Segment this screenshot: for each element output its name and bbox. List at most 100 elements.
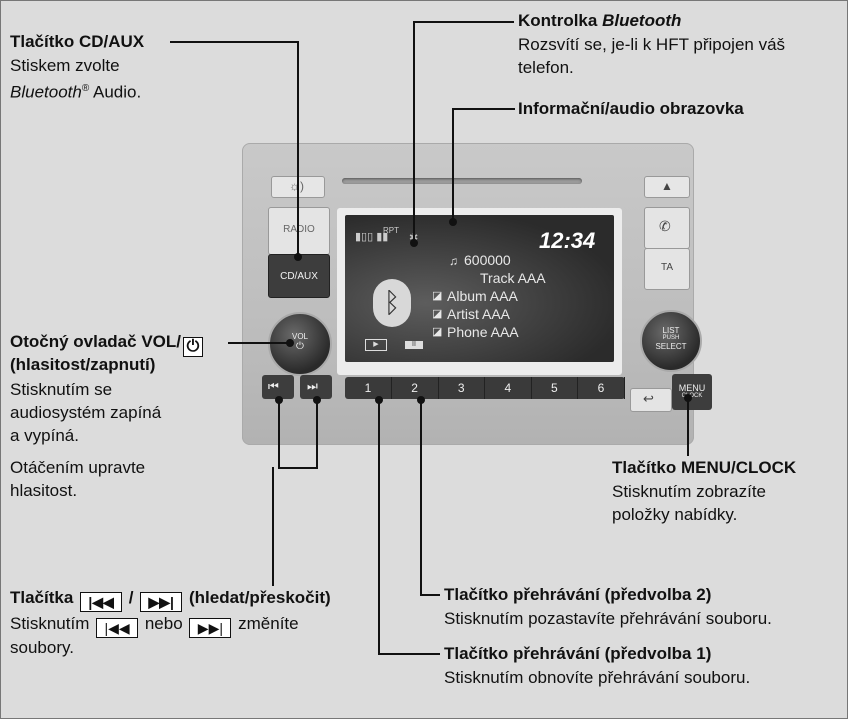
- play-preset1-desc: Stisknutím obnovíte přehrávání souboru.: [444, 668, 751, 687]
- bluetooth-indicator-desc-2: telefon.: [518, 58, 574, 77]
- vol-knob-title-2: (hlasitost/zapnutí): [10, 355, 156, 374]
- vol-knob-desc2-2: hlasitost.: [10, 481, 78, 500]
- cd-aux-desc-2: Bluetooth® Audio.: [10, 77, 141, 104]
- leader-line: [297, 41, 299, 257]
- seek-desc-1: Stisknutím |◀◀ nebo ▶▶| změníte: [10, 612, 299, 638]
- leader-line: [272, 467, 274, 586]
- cd-aux-desc-1: Stiskem zvolte: [10, 56, 120, 75]
- phone-name: Phone AAA: [447, 324, 519, 340]
- play-preset2-desc: Stisknutím pozastavíte přehrávání soubor…: [444, 609, 772, 628]
- leader-dot: [375, 396, 383, 404]
- skip-back-button[interactable]: ⏮: [262, 375, 294, 399]
- ta-button[interactable]: TA: [644, 248, 690, 290]
- phone-button[interactable]: ✆: [644, 207, 690, 249]
- seek-title-prefix: Tlačítka: [10, 588, 74, 607]
- eject-icon: ▲: [661, 179, 673, 193]
- bluetooth-indicator-title: Kontrolka Bluetooth: [518, 9, 681, 32]
- seek-desc-2: soubory.: [10, 638, 74, 657]
- album-icon: ◪: [432, 290, 443, 302]
- preset-button-6[interactable]: 6: [578, 377, 625, 399]
- leader-line: [452, 108, 454, 222]
- radio-label: RADIO: [269, 224, 329, 235]
- seek-desc-prefix: Stisknutím: [10, 614, 90, 633]
- bluetooth-word: Bluetooth: [10, 82, 82, 102]
- leader-line: [278, 400, 280, 469]
- seek-title-sep: /: [128, 588, 134, 607]
- vol-label: VOL: [291, 332, 308, 341]
- leader-dot: [286, 339, 294, 347]
- back-button[interactable]: ↩: [630, 388, 672, 412]
- leader-line: [414, 21, 514, 23]
- leader-line: [228, 342, 290, 344]
- bt-title-prefix: Kontrolka: [518, 11, 603, 30]
- phone-icon-small: ◪: [432, 326, 443, 338]
- skip-forward-icon: ▶▶|: [140, 592, 183, 612]
- clock-display: 12:34: [539, 228, 596, 253]
- brightness-icon: ☼): [289, 179, 304, 193]
- skip-forward-button[interactable]: ⏭: [300, 375, 332, 399]
- eject-button[interactable]: ▲: [644, 176, 690, 198]
- cd-aux-desc-2-rest: Audio.: [89, 82, 142, 102]
- vol-title-text: Otočný ovladač VOL/: [10, 332, 181, 351]
- vol-knob-title-1: Otočný ovladač VOL/⏻: [10, 330, 205, 357]
- leader-dot: [313, 396, 321, 404]
- bt-title-italic: Bluetooth: [602, 11, 682, 30]
- leader-line: [378, 653, 440, 655]
- radio-button[interactable]: RADIO: [268, 207, 330, 255]
- select-label: SELECT: [655, 342, 687, 351]
- preset-button-1[interactable]: 1: [345, 377, 392, 399]
- track-name: Track AAA: [480, 270, 546, 286]
- skip-forward-icon: ▶▶|: [189, 618, 232, 638]
- clock-label: CLOCK: [681, 393, 703, 399]
- preset-button-4[interactable]: 4: [485, 377, 532, 399]
- vol-knob-desc1-2: audiosystém zapíná: [10, 403, 162, 422]
- preset-button-2[interactable]: 2: [392, 377, 439, 399]
- leader-line: [378, 400, 380, 655]
- rpt-label: RPT: [383, 226, 399, 235]
- artist-name: Artist AAA: [447, 306, 511, 322]
- disc-slot: [342, 178, 582, 184]
- leader-dot: [294, 253, 302, 261]
- play-indicator: ▶: [365, 339, 387, 351]
- seek-title-suffix: (hledat/přeskočit): [188, 588, 331, 607]
- ta-label: TA: [660, 262, 674, 273]
- skip-forward-icon: ⏭: [307, 379, 318, 393]
- album-name: Album AAA: [447, 288, 518, 304]
- menu-clock-desc-1: Stisknutím zobrazíte: [612, 482, 767, 501]
- leader-line: [687, 398, 689, 456]
- play-preset1-title: Tlačítko přehrávání (předvolba 1): [444, 644, 712, 663]
- artist-icon: ◪: [432, 308, 443, 320]
- vol-knob-desc1-3: a vypíná.: [10, 426, 79, 445]
- seek-desc-mid: nebo: [144, 614, 183, 633]
- preset-button-5[interactable]: 5: [531, 377, 579, 399]
- cd-aux-title: Tlačítko CD/AUX: [10, 32, 145, 51]
- menu-clock-button[interactable]: MENU CLOCK: [672, 374, 712, 410]
- skip-back-icon: |◀◀: [96, 618, 139, 638]
- signal-icon: ▮▯▯ ▮▮: [355, 231, 389, 243]
- info-audio-screen: ▮▯▯ ▮▮ RPT ✱ 12:34 ♫ 600000 Track AAA ᛒ …: [345, 215, 614, 362]
- vol-knob-desc1-1: Stisknutím se: [10, 380, 113, 399]
- preset-button-3[interactable]: 3: [438, 377, 486, 399]
- leader-dot: [684, 394, 692, 402]
- music-note-icon: ♫: [449, 254, 458, 268]
- list-label: LIST: [662, 326, 680, 335]
- leader-line: [278, 467, 318, 469]
- vol-knob[interactable]: VOL ⏻: [268, 312, 332, 376]
- bluetooth-indicator-desc-1: Rozsvítí se, je-li k HFT připojen váš: [518, 35, 786, 54]
- leader-dot: [417, 396, 425, 404]
- power-icon: ⏻: [183, 337, 203, 357]
- leader-line: [413, 21, 415, 243]
- leader-line: [420, 594, 440, 596]
- seek-desc-suffix: změníte: [238, 614, 299, 633]
- leader-dot: [275, 396, 283, 404]
- cd-aux-button[interactable]: CD/AUX: [268, 254, 330, 298]
- track-number: 600000: [464, 252, 511, 268]
- cd-aux-label: CD/AUX: [280, 271, 318, 282]
- leader-line: [420, 400, 422, 596]
- play-preset2-title: Tlačítko přehrávání (předvolba 2): [444, 585, 712, 604]
- bluetooth-icon: ᛒ: [373, 279, 411, 327]
- leader-dot: [410, 239, 418, 247]
- list-select-knob[interactable]: LIST PUSH SELECT: [640, 310, 702, 372]
- info-screen-title: Informační/audio obrazovka: [518, 99, 744, 118]
- menu-clock-desc-2: položky nabídky.: [612, 505, 738, 524]
